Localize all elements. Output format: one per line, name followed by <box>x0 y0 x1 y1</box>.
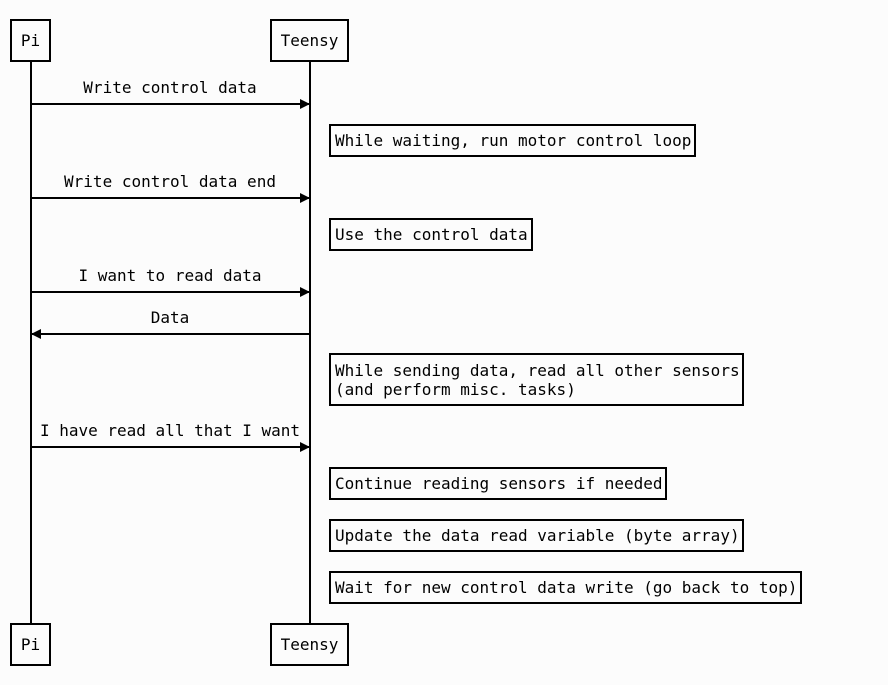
participant-pi-top: Pi <box>10 19 51 62</box>
participant-teensy-label: Teensy <box>280 31 339 50</box>
note-5: Update the data read variable (byte arra… <box>329 519 744 552</box>
note-line: While sending data, read all other senso… <box>335 360 740 380</box>
note-4: Continue reading sensors if needed <box>329 467 667 500</box>
message-label-4: Data <box>150 308 190 327</box>
note-line: Wait for new control data write (go back… <box>335 578 798 597</box>
note-line: Update the data read variable (byte arra… <box>335 526 740 545</box>
note-6: Wait for new control data write (go back… <box>329 571 802 604</box>
participant-pi-bottom: Pi <box>10 623 51 666</box>
participant-teensy-top: Teensy <box>270 19 349 62</box>
message-label-2: Write control data end <box>64 172 276 191</box>
note-1: While waiting, run motor control loop <box>329 124 696 157</box>
note-line: Continue reading sensors if needed <box>335 474 663 493</box>
note-line: (and perform misc. tasks) <box>335 379 576 399</box>
note-line: Use the control data <box>335 225 528 244</box>
participant-pi-label: Pi <box>20 31 41 50</box>
participant-teensy-bottom: Teensy <box>270 623 349 666</box>
message-label-5: I have read all that I want <box>39 421 301 440</box>
message-label-3: I want to read data <box>78 266 262 285</box>
participant-pi-label: Pi <box>20 635 41 654</box>
participant-teensy-label: Teensy <box>280 635 339 654</box>
message-label-1: Write control data <box>83 78 257 97</box>
note-line: While waiting, run motor control loop <box>335 131 692 150</box>
note-2: Use the control data <box>329 218 533 251</box>
note-3: While sending data, read all other senso… <box>329 353 744 406</box>
